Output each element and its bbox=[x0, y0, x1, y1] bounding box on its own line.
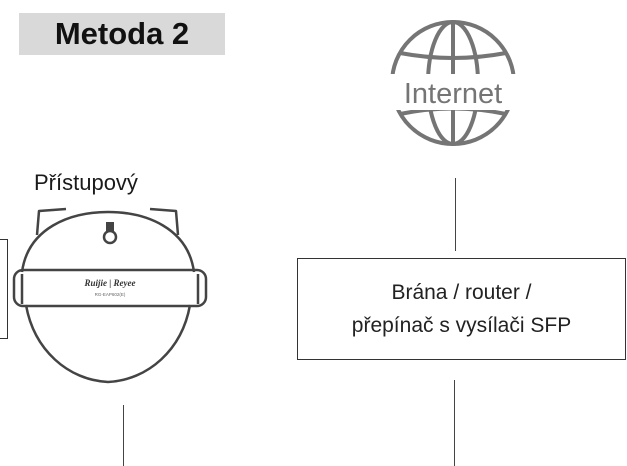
internet-connector-line bbox=[455, 178, 456, 251]
left-box-edge bbox=[0, 239, 8, 339]
outdoor-access-point-icon: Ruijie | Reyee RG-EAP602(E) bbox=[12, 207, 208, 384]
device-brand: Ruijie | Reyee bbox=[84, 278, 136, 288]
access-point-connector-line bbox=[123, 405, 124, 466]
gateway-box: Brána / router / přepínač s vysílači SFP bbox=[297, 258, 626, 360]
device-model: RG-EAP602(E) bbox=[95, 292, 126, 297]
globe-icon: Internet bbox=[386, 20, 520, 146]
method-badge: Metoda 2 bbox=[19, 13, 225, 55]
gateway-line-1: Brána / router / bbox=[391, 281, 532, 304]
gateway-line-2: přepínač s vysílači SFP bbox=[351, 314, 572, 337]
internet-label: Internet bbox=[404, 78, 502, 110]
gateway-connector-line bbox=[454, 380, 455, 466]
access-point-label: Přístupový bbox=[34, 170, 138, 195]
